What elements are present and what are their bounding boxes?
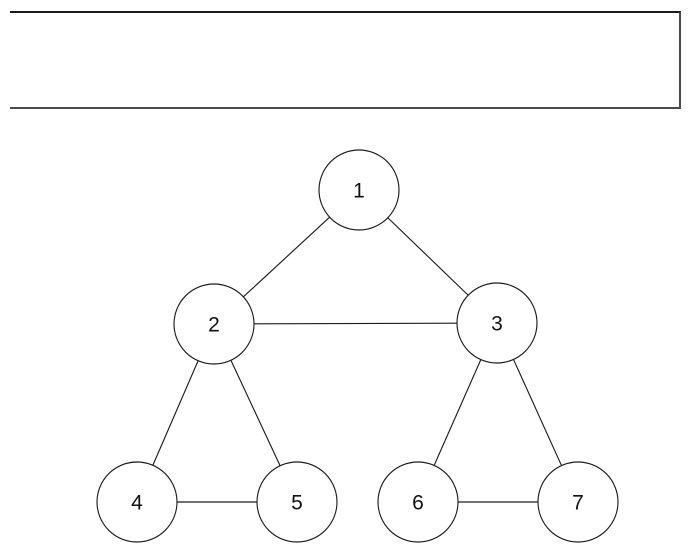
graph-node-label-5: 5: [291, 492, 303, 515]
graph-node-3[interactable]: 3: [456, 282, 538, 364]
graph-node-label-3: 3: [491, 313, 503, 336]
graph-node-label-2: 2: [208, 314, 220, 337]
graph-node-1[interactable]: 1: [318, 149, 400, 231]
graph-canvas: 1 2 3 4 5 6 7: [0, 118, 699, 557]
graph-edge-3-6[interactable]: [433, 359, 482, 466]
graph-node-label-1: 1: [353, 180, 365, 203]
graph-edge-2-4[interactable]: [152, 360, 199, 466]
graph-node-2[interactable]: 2: [173, 283, 255, 365]
graph-node-circle-5[interactable]: [256, 461, 338, 543]
graph-node-circle-4[interactable]: [96, 461, 178, 543]
graph-node-4[interactable]: 4: [96, 461, 178, 543]
graph-node-label-6: 6: [412, 492, 424, 515]
graph-node-circle-1[interactable]: [318, 149, 400, 231]
graph-edge-1-2[interactable]: [242, 216, 331, 298]
empty-text-panel-content[interactable]: [10, 13, 679, 107]
graph-node-7[interactable]: 7: [537, 461, 619, 543]
graph-node-layer: 1 2 3 4 5 6 7: [96, 149, 619, 543]
graph-node-label-4: 4: [131, 492, 143, 515]
graph-svg: 1 2 3 4 5 6 7: [96, 149, 619, 543]
graph-edge-2-3[interactable]: [253, 322, 458, 325]
graph-node-6[interactable]: 6: [377, 461, 459, 543]
graph-node-circle-6[interactable]: [377, 461, 459, 543]
graph-node-circle-2[interactable]: [173, 283, 255, 365]
graph-node-circle-7[interactable]: [537, 461, 619, 543]
empty-text-panel[interactable]: [10, 11, 681, 109]
graph-edge-1-3[interactable]: [387, 217, 469, 296]
graph-node-label-7: 7: [572, 492, 584, 515]
graph-node-5[interactable]: 5: [256, 461, 338, 543]
graph-node-circle-3[interactable]: [456, 282, 538, 364]
graph-edge-2-5[interactable]: [230, 360, 281, 466]
graph-edge-layer: [152, 216, 563, 503]
graph-edge-3-7[interactable]: [512, 359, 563, 466]
